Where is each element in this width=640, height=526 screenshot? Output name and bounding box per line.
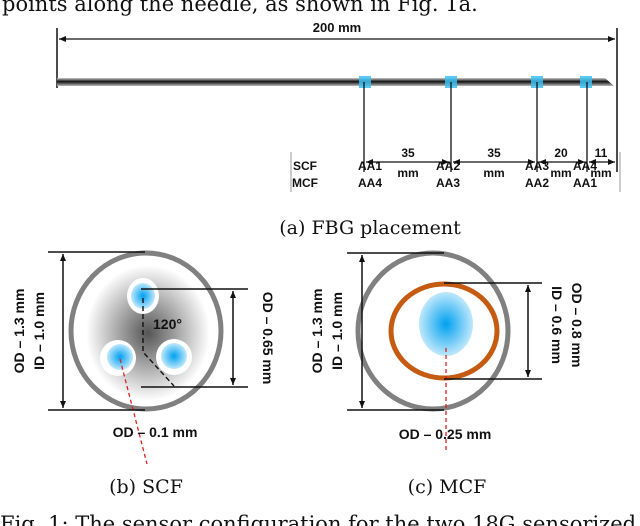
segment-1-unit: mm xyxy=(397,166,418,180)
row-label-scf: SCF xyxy=(293,159,317,173)
fiber-core xyxy=(107,344,133,370)
segment-2-unit: mm xyxy=(483,166,504,180)
row-label-mcf: MCF xyxy=(292,176,318,190)
segment-4-value: 11 xyxy=(595,146,608,160)
fiber-core xyxy=(161,343,187,369)
core-od-label: OD – 0.1 mm xyxy=(113,424,198,440)
table-cell: AA4 xyxy=(573,159,597,173)
table-cell: AA4 xyxy=(358,176,382,190)
table-cell: AA2 xyxy=(525,176,549,190)
panel-a-fbg-placement: 200 mm 35 mm 35 mm 20 mm 11 mm xyxy=(56,20,621,239)
needle xyxy=(57,78,614,86)
table-cell: AA1 xyxy=(358,159,382,173)
fiber-core xyxy=(419,292,473,356)
caption-c: (c) MCF xyxy=(408,476,487,498)
total-length-label: 200 mm xyxy=(313,20,361,35)
caption-a: (a) FBG placement xyxy=(279,217,461,239)
table-cell: AA3 xyxy=(525,159,549,173)
outer-id-label: ID – 1.0 mm xyxy=(329,292,345,370)
aa-table: SCF AA1 AA2 AA3 AA4 MCF AA4 AA3 AA2 AA1 xyxy=(290,152,621,192)
sheath-od-label: OD – 0.8 mm xyxy=(569,283,585,368)
segment-1-value: 35 xyxy=(401,146,415,160)
fiber-core xyxy=(131,283,155,309)
outer-id-label: ID – 1.0 mm xyxy=(31,292,47,370)
segment-2-value: 35 xyxy=(487,146,501,160)
inner-od-label: OD – 0.65 mm xyxy=(260,292,276,385)
outer-od-label: OD – 1.3 mm xyxy=(309,289,325,374)
sheath-id-label: ID – 0.6 mm xyxy=(549,286,565,364)
body-text-top: points along the needle, as shown in Fig… xyxy=(2,0,478,16)
segment-3-value: 20 xyxy=(554,146,568,160)
segment-3-unit: mm xyxy=(550,166,571,180)
core-od-label: OD – 0.25 mm xyxy=(399,426,492,442)
angle-label: 120° xyxy=(153,316,182,332)
table-cell: AA1 xyxy=(573,176,597,190)
panel-c-mcf: OD – 1.3 mm ID – 1.0 mm OD – 0.8 mm ID –… xyxy=(309,250,585,498)
caption-b: (b) SCF xyxy=(109,476,183,498)
segment-4-unit: mm xyxy=(590,166,611,180)
table-cell: AA3 xyxy=(436,176,460,190)
panel-b-scf: 120° OD – 1.3 mm ID – 1.0 mm OD – 0.65 m… xyxy=(11,250,276,498)
outer-od-label: OD – 1.3 mm xyxy=(11,289,27,374)
table-cell: AA2 xyxy=(436,159,460,173)
body-text-bottom: Fig. 1: The sensor configuration for the… xyxy=(0,512,636,526)
